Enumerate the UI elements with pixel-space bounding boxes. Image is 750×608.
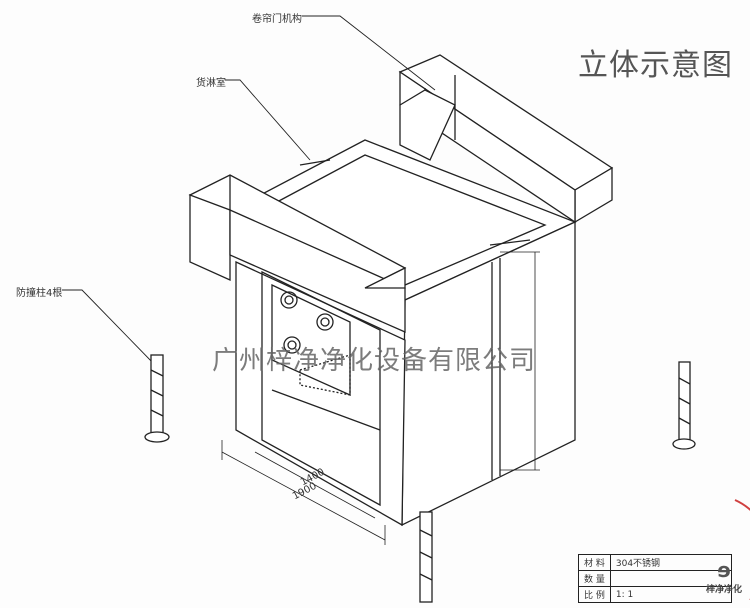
bollard: [144, 354, 170, 443]
bollard: [672, 361, 696, 450]
logo-mark-icon: ɘ: [717, 558, 731, 582]
title-block-row: 数 量: [578, 570, 732, 587]
callout-cargo-shower: 货淋室: [196, 78, 226, 89]
title-block-row: 比 例 1: 1: [578, 586, 732, 603]
front-beam: [188, 174, 407, 333]
callout-bollards: 防撞柱4根: [16, 288, 63, 299]
title-block: 材 料 304不锈钢 数 量 比 例 1: 1: [578, 554, 732, 603]
row-value: 1: 1: [609, 586, 732, 603]
logo-text: 梓净净化: [705, 585, 742, 595]
cargo-shower-body: [230, 139, 577, 527]
callout-roller-door: 卷帘门机构: [252, 14, 302, 25]
company-watermark: 广州梓净净化设备有限公司: [212, 346, 537, 376]
roller-door-mechanism: [398, 54, 614, 224]
row-label: 数 量: [578, 570, 611, 587]
row-label: 材 料: [578, 554, 611, 571]
dimension-lines: [221, 251, 540, 545]
row-label: 比 例: [578, 586, 611, 603]
leader-lines: [62, 15, 436, 366]
stamp-fragment: [734, 499, 750, 600]
bollard: [419, 511, 433, 603]
drawing-title: 立体示意图: [578, 48, 733, 83]
company-logo: ɘ 梓净净化: [698, 558, 750, 608]
